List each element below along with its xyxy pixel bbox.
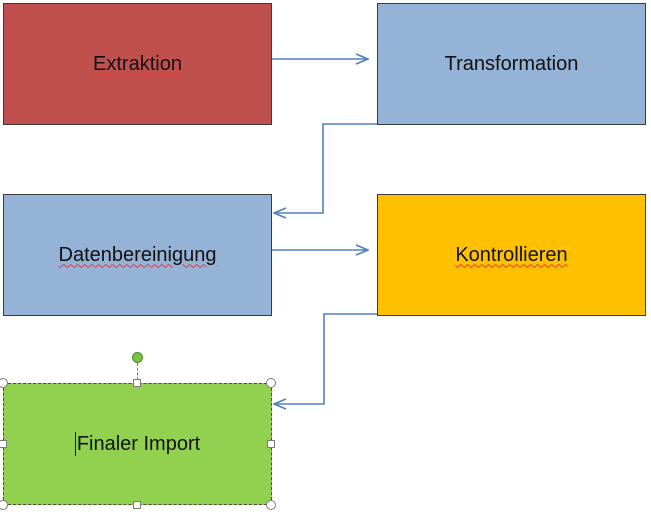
text-cursor [74, 432, 76, 456]
resize-handle-bottom[interactable] [133, 501, 141, 509]
box-kontrollieren[interactable]: Kontrollieren [377, 194, 646, 316]
box-finaler-import[interactable]: Finaler Import [3, 383, 272, 505]
box-label-kontrollieren: Kontrollieren [455, 243, 568, 266]
resize-handle-top[interactable] [133, 379, 141, 387]
box-extraktion[interactable]: Extraktion [3, 3, 272, 125]
arrow-transformation-to-datenbereinigung[interactable] [274, 123, 377, 213]
rotate-handle-stem [137, 363, 138, 380]
resize-handle-top-right[interactable] [266, 378, 276, 388]
rotate-handle[interactable] [132, 352, 143, 363]
resize-handle-bottom-left[interactable] [0, 500, 8, 510]
box-datenbereinigung[interactable]: Datenbereinigung [3, 194, 272, 316]
box-transformation[interactable]: Transformation [377, 3, 646, 125]
box-label-finaler-import: Finaler Import [76, 432, 201, 455]
resize-handle-right[interactable] [267, 440, 275, 448]
box-label-transformation: Transformation [444, 52, 579, 75]
resize-handle-bottom-right[interactable] [266, 500, 276, 510]
resize-handle-top-left[interactable] [0, 378, 8, 388]
resize-handle-left[interactable] [0, 440, 7, 448]
box-label-extraktion: Extraktion [93, 52, 182, 75]
box-label-datenbereinigung: Datenbereinigung [58, 243, 217, 266]
arrow-kontrollieren-to-import[interactable] [274, 313, 377, 404]
